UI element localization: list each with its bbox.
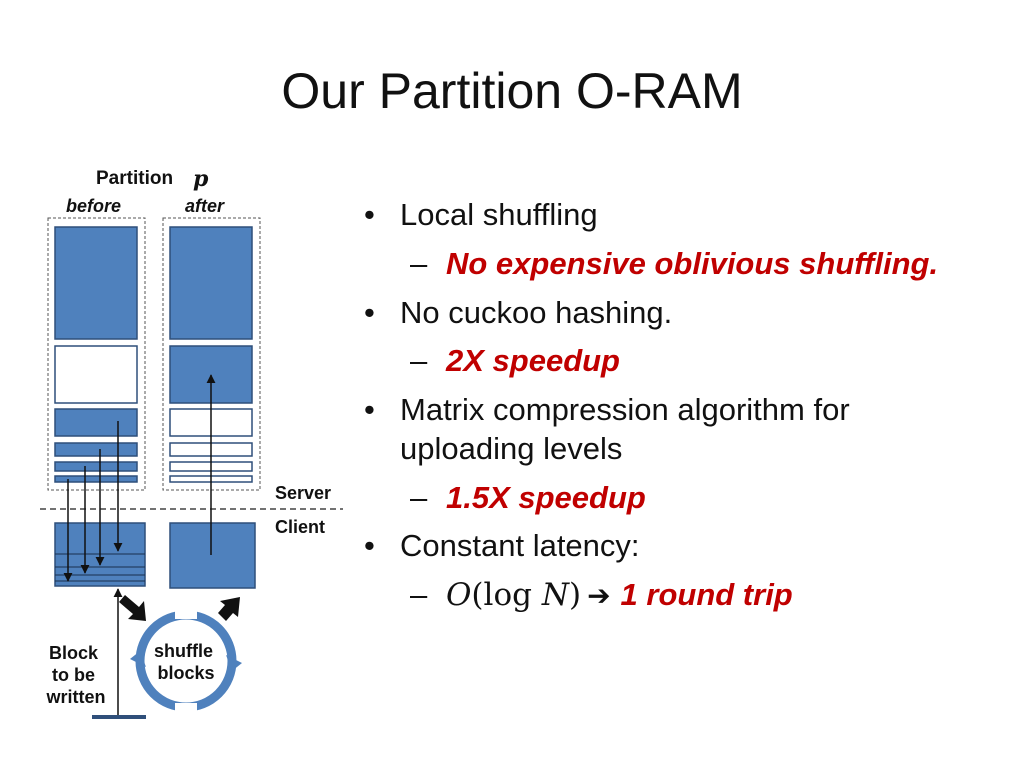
- before-level-2: [54, 408, 138, 437]
- before-levels: [54, 226, 138, 483]
- right-arrow-icon: ➔: [587, 580, 611, 611]
- server-label: Server: [275, 483, 331, 503]
- before-partition-box: [47, 217, 146, 491]
- partition-label: Partition: [96, 168, 173, 189]
- shuffle-cycle: [130, 609, 242, 713]
- slide-title: Our Partition O-RAM: [281, 63, 743, 119]
- big-o-log-n: O(log N): [446, 577, 582, 613]
- sub-bullet-1-5x-speedup: –1.5X speedup: [410, 479, 646, 515]
- from-shuffle-arrow: [218, 597, 240, 621]
- after-label: after: [185, 196, 225, 216]
- bullet-no-cuckoo-hashing: No cuckoo hashing.: [360, 294, 1010, 333]
- client-label: Client: [275, 517, 325, 537]
- before-level-0: [54, 226, 138, 340]
- bullet-constant-latency: Constant latency:: [360, 527, 1010, 566]
- shuffle-blocks-label: shuffle blocks: [154, 641, 218, 683]
- bullet-matrix-compression: Matrix compression algorithm for uploadi…: [360, 391, 1010, 469]
- block-to-be-written-label: Block to be written: [45, 643, 105, 707]
- sub-bullet-2x-speedup: –2X speedup: [410, 343, 620, 379]
- bullet-local-shuffling: Local shuffling: [360, 196, 1010, 235]
- before-level-3: [54, 442, 138, 457]
- before-level-4: [54, 461, 138, 472]
- after-level-0: [169, 226, 253, 340]
- before-level-5: [54, 475, 138, 483]
- before-level-1: [54, 345, 138, 404]
- sub-bullet-round-trip: –O(log N)➔1 round trip: [410, 577, 793, 613]
- bullet-list: Local shuffling –No expensive oblivious …: [360, 186, 1010, 615]
- before-label: before: [66, 196, 121, 216]
- download-arrows: [63, 421, 123, 582]
- to-shuffle-arrow: [119, 595, 146, 621]
- partition-variable: p: [193, 166, 209, 192]
- client-after-buffer: [169, 522, 256, 589]
- partition-diagram: Partition p before after Server Client: [40, 166, 343, 719]
- sub-bullet-no-oblivious-shuffling: –No expensive oblivious shuffling.: [410, 245, 939, 281]
